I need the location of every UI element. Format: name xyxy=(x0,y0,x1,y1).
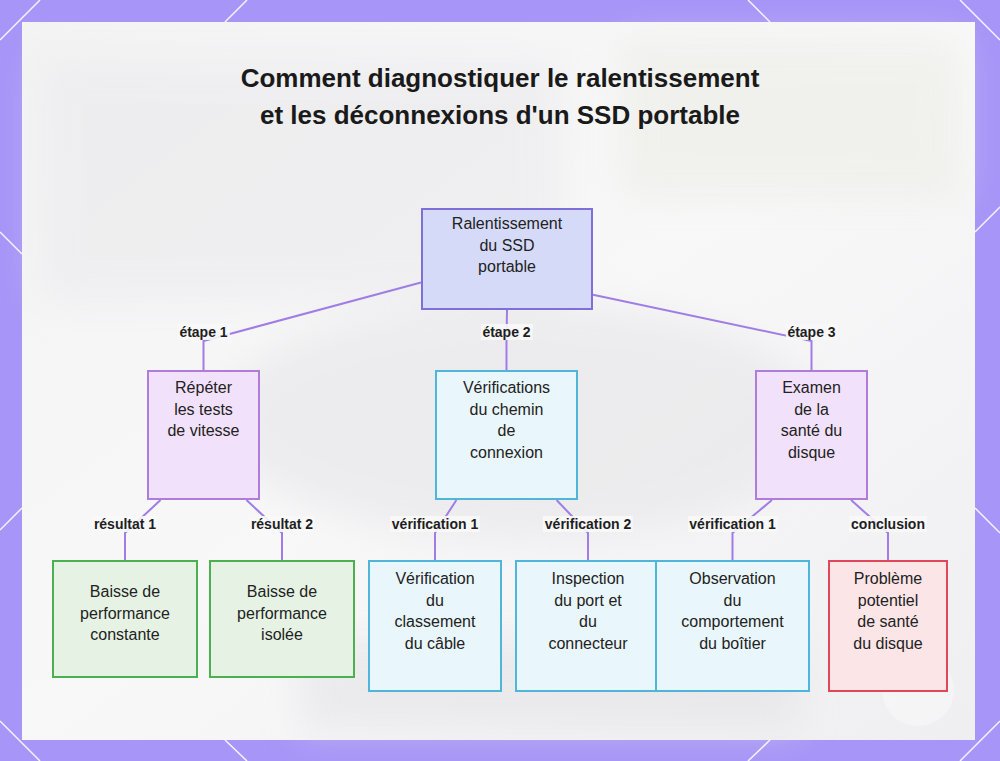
root-box: Ralentissement du SSD portable xyxy=(421,208,593,310)
node-label: Baisse de performance constante xyxy=(75,581,175,646)
corner-line xyxy=(0,232,22,254)
edge-label: conclusion xyxy=(849,516,927,532)
process-box: Vérification du classement du câble xyxy=(368,560,502,692)
corner-line xyxy=(960,0,1000,40)
process-box: Baisse de performance constante xyxy=(52,560,198,678)
corner-line xyxy=(0,508,22,530)
edge-label: résultat 2 xyxy=(249,516,315,532)
process-box: Répéter les tests de vitesse xyxy=(147,370,260,500)
corner-line xyxy=(0,721,40,761)
corner-line xyxy=(975,207,1000,232)
node-label: Vérification du classement du câble xyxy=(393,568,478,654)
node-label: Inspection du port et du connecteur xyxy=(546,568,631,654)
connector-line xyxy=(593,295,812,370)
process-box: Vérifications du chemin de connexion xyxy=(435,370,578,500)
edge-label: vérification 2 xyxy=(543,516,633,532)
corner-line xyxy=(0,0,40,40)
edge-label: résultat 1 xyxy=(92,516,158,532)
process-box: Examen de la santé du disque xyxy=(755,370,868,500)
node-label: Examen de la santé du disque xyxy=(779,377,844,463)
corner-line xyxy=(975,508,1000,533)
node-label: Vérifications du chemin de connexion xyxy=(462,377,552,463)
process-box: Baisse de performance isolée xyxy=(209,560,355,678)
corner-line xyxy=(960,721,1000,761)
edge-label: vérification 1 xyxy=(687,516,777,532)
node-label: Problème potentiel de santé du disque xyxy=(850,568,926,654)
edge-label: étape 2 xyxy=(480,324,532,340)
diagram-title: Comment diagnostiquer le ralentissement … xyxy=(240,60,760,134)
process-box: Observation du comportement du boîtier xyxy=(655,560,810,692)
blur-shape xyxy=(220,300,820,540)
edge-label: étape 1 xyxy=(177,324,229,340)
node-label: Répéter les tests de vitesse xyxy=(165,377,243,442)
corner-line xyxy=(225,0,247,22)
panel xyxy=(22,22,975,740)
corner-line xyxy=(748,0,770,22)
connector-line xyxy=(506,310,509,370)
node-label: Ralentissement du SSD portable xyxy=(451,213,564,278)
node-label: Baisse de performance isolée xyxy=(232,581,332,646)
node-label: Observation du comportement du boîtier xyxy=(680,568,785,654)
blurred-photo xyxy=(40,40,960,730)
corner-line xyxy=(225,740,247,761)
process-box: Inspection du port et du connecteur xyxy=(515,560,661,692)
connector-line xyxy=(204,282,422,370)
edge-label: étape 3 xyxy=(785,324,837,340)
conclusion-box: Problème potentiel de santé du disque xyxy=(828,560,948,692)
edge-label: vérification 1 xyxy=(390,516,480,532)
corner-line xyxy=(748,740,770,761)
